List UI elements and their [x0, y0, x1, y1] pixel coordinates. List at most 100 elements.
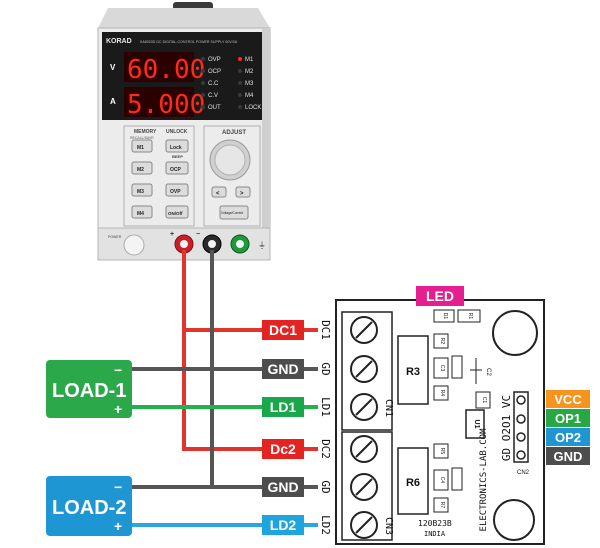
load-1-plus: +: [114, 401, 122, 417]
indicator-m4: M4: [245, 93, 254, 99]
d1-footprint: [433, 309, 455, 323]
m3-button-label: M3: [137, 189, 144, 195]
c4-label: C4: [439, 477, 445, 484]
beep-title: BEEP: [172, 154, 183, 159]
vcc-tag-text: VCC: [554, 392, 582, 407]
ocp-button-label: OCP: [170, 167, 182, 173]
led-tag: [416, 286, 464, 306]
cn2-header: [513, 391, 529, 463]
ground-sign: ⏚: [258, 241, 266, 250]
lock-button[interactable]: [165, 139, 189, 153]
cap-footprint: [451, 467, 463, 491]
on-off-button-label: ON/Off: [168, 211, 183, 216]
part-number: 120B23B: [418, 519, 452, 528]
m4-button[interactable]: [131, 205, 153, 219]
right-arrow-button[interactable]: [235, 186, 251, 198]
u1-footprint: [465, 409, 485, 439]
power-label: POWER: [108, 235, 122, 239]
m1-button-label: M1: [137, 145, 144, 151]
terminal-hole: [208, 240, 216, 248]
right-arrow-label: >: [240, 191, 244, 197]
dc1-tag: [262, 320, 304, 340]
indicator-led: [238, 93, 242, 97]
header-pin: [516, 450, 526, 460]
m3-button[interactable]: [131, 183, 153, 197]
indicator-lock: LOCK: [245, 105, 261, 111]
on-off-button[interactable]: [165, 205, 189, 219]
power-button[interactable]: [123, 234, 145, 256]
silk-gd2: GD: [319, 480, 332, 493]
m2-button-label: M2: [137, 167, 144, 173]
ocp-button[interactable]: [165, 161, 189, 175]
plus-terminal-sign: +: [170, 231, 174, 238]
cap-footprint: [451, 355, 463, 379]
silk-ld1: LD1: [319, 397, 332, 417]
vcc-tag: [546, 390, 590, 408]
gnd-out-tag-text: GND: [554, 449, 583, 464]
m1-button[interactable]: [131, 139, 153, 153]
dc2-tag: [262, 439, 304, 459]
voltage-display: 60.00: [127, 55, 205, 85]
psu-brand: KORAD: [106, 38, 132, 45]
indicator-led: [201, 105, 205, 109]
memory-buttons: M1 M2 M3 M4: [131, 139, 153, 219]
cn2-label: CN2: [517, 470, 530, 476]
ovp-button[interactable]: [165, 183, 189, 197]
current-display: 5.000: [127, 90, 205, 120]
left-arrow-button[interactable]: [211, 186, 227, 198]
r4-footprint: [433, 385, 449, 401]
voltage-current-button[interactable]: [219, 205, 249, 220]
r5-footprint: [433, 443, 449, 459]
ld2-tag-text: LD2: [270, 517, 297, 533]
load-1: LOAD-1 − +: [46, 360, 132, 418]
d1-label: D1: [442, 313, 448, 320]
adjust-knob-cap: [214, 144, 246, 176]
screw-slot: [355, 360, 373, 378]
indicator-list-right: M1 M2 M3 M4 LOCK: [238, 57, 261, 111]
m2-button[interactable]: [131, 161, 153, 175]
site-silk: ELECTRONICS-LAB.COM: [479, 428, 489, 532]
left-arrow-label: <: [216, 191, 220, 197]
memory-sub: RECALL/SAVE: [130, 136, 154, 140]
silk-dc1: DC1: [319, 320, 332, 340]
gnd1-tag-text: GND: [267, 361, 298, 377]
ld1-tag: [262, 397, 304, 417]
screw-slot: [355, 398, 373, 416]
country-label: INDIA: [424, 530, 446, 538]
c3-label: C3: [439, 365, 445, 372]
wires: [130, 250, 318, 527]
u1-label: U1: [473, 420, 480, 429]
load-1-label: LOAD-1: [52, 380, 126, 402]
indicator-m1: M1: [245, 57, 254, 63]
m4-button-label: M4: [137, 211, 144, 217]
indicator-led: [238, 69, 242, 73]
gnd-out-tag: [546, 447, 590, 465]
load-2-box: [46, 476, 132, 536]
r1-label: R1: [467, 313, 473, 320]
indicator-led-on: [238, 57, 242, 61]
indicator-out: OUT: [208, 105, 221, 111]
c3-footprint: [433, 357, 449, 379]
indicator-cv: C.V: [208, 93, 218, 99]
r3-label: R3: [406, 366, 420, 378]
memory-panel-frame: [123, 125, 195, 227]
adjust-panel-frame: [203, 125, 261, 227]
power-supply: KORAD KA6003D DC DIGITAL-CONTROL POWER S…: [97, 2, 271, 261]
screw-slot: [355, 440, 373, 458]
op2-tag: [546, 428, 590, 446]
r2-footprint: [433, 333, 449, 349]
voltage-unit: V: [110, 63, 116, 72]
indicator-m2: M2: [245, 69, 254, 75]
memory-title: MEMORY: [134, 129, 157, 135]
adjust-title: ADJUST: [222, 130, 246, 136]
mounting-hole-bottom: [493, 499, 535, 541]
minus-terminal-sign: −: [196, 231, 200, 238]
terminal-hole: [236, 240, 244, 248]
r6-label: R6: [406, 477, 420, 489]
r5-label: R5: [439, 448, 445, 455]
c4-footprint: [433, 469, 449, 491]
psu-side: [262, 28, 270, 260]
indicator-led: [201, 93, 205, 97]
current-display-bg: [124, 87, 194, 117]
load-2-minus: −: [114, 479, 122, 495]
